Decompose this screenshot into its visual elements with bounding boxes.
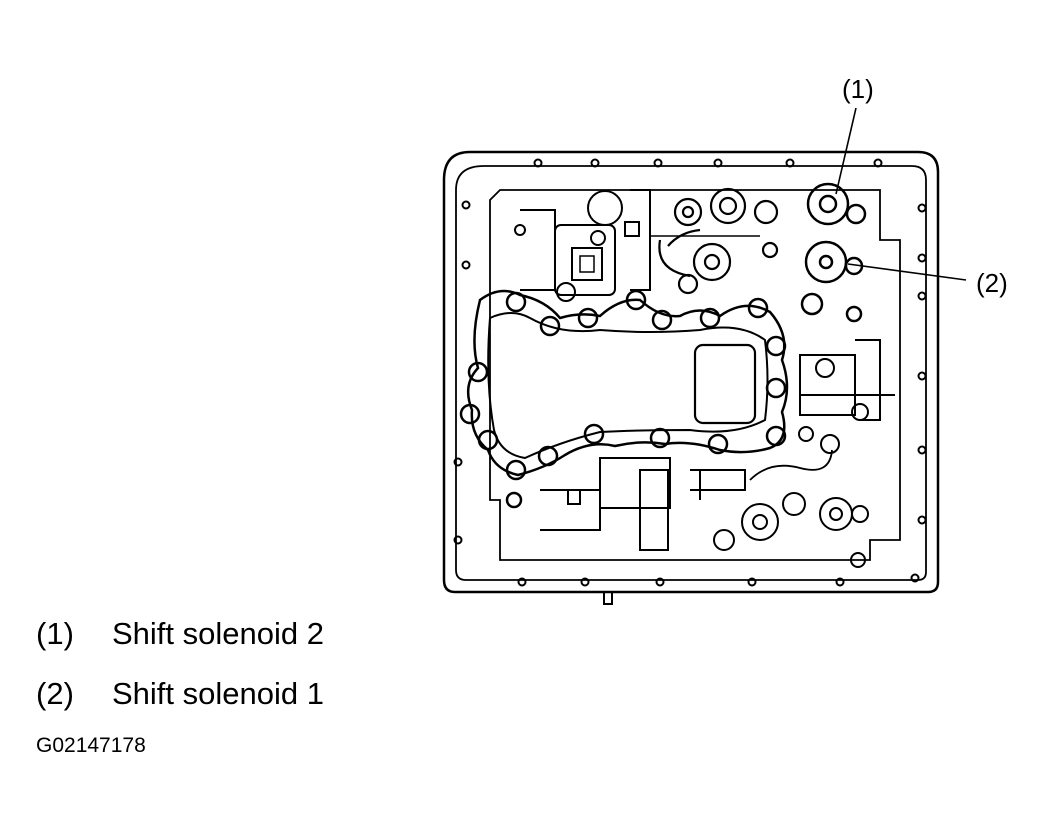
right-middle-components bbox=[798, 339, 895, 454]
legend-number: (2) bbox=[36, 676, 74, 711]
upper-middle-components bbox=[650, 187, 779, 295]
legend-text: Shift solenoid 1 bbox=[112, 676, 324, 711]
legend-number: (1) bbox=[36, 616, 74, 651]
leader-line-1 bbox=[835, 107, 857, 195]
shift-solenoid-2-drawing bbox=[806, 182, 867, 226]
valve-body-diagram bbox=[442, 107, 967, 605]
lower-components bbox=[540, 449, 869, 568]
gasket-plate bbox=[466, 289, 789, 477]
shift-solenoid-1-drawing bbox=[800, 240, 864, 323]
pan-bolt-holes bbox=[453, 158, 927, 587]
callout-label-2: (2) bbox=[976, 268, 1008, 298]
gasket-window bbox=[693, 343, 757, 425]
gasket-bolts bbox=[459, 289, 787, 509]
pan-outline bbox=[442, 150, 940, 594]
upper-left-components bbox=[514, 189, 651, 302]
leader-line-2 bbox=[847, 263, 967, 281]
drain-stub bbox=[603, 591, 613, 605]
legend-item: (1) Shift solenoid 2 bbox=[36, 616, 324, 652]
legend-item: (2) Shift solenoid 1 bbox=[36, 676, 324, 712]
figure-code: G02147178 bbox=[36, 734, 146, 757]
legend-text: Shift solenoid 2 bbox=[112, 616, 324, 651]
gasket-inner bbox=[487, 312, 769, 460]
callout-label-1: (1) bbox=[842, 74, 874, 104]
valve-body-drawing bbox=[442, 107, 967, 605]
